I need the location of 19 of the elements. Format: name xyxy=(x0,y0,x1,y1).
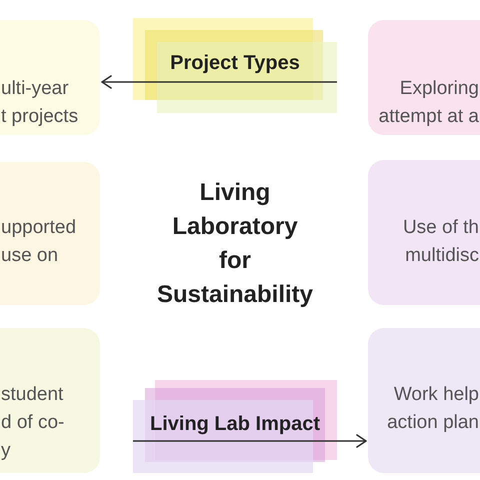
card-text: Exploring attempt at a xyxy=(378,77,479,129)
info-card xyxy=(0,328,100,473)
info-card xyxy=(368,160,480,305)
info-card xyxy=(0,20,100,135)
arrow xyxy=(101,75,337,89)
tag-text: Living Lab Impact xyxy=(150,412,320,437)
card-text: Use of th multidisc xyxy=(402,216,479,268)
card-text: upported use on xyxy=(1,216,76,268)
diagram-title: Living Laboratory for Sustainability xyxy=(156,178,314,310)
card-text: Work help action plan xyxy=(387,383,479,435)
card-text: ulti-year t projects xyxy=(1,77,78,129)
highlight-tag xyxy=(133,18,337,113)
info-card xyxy=(368,328,480,473)
tag-text: Project Types xyxy=(170,51,300,76)
card-text: student d of co- y xyxy=(1,383,64,463)
highlight-tag xyxy=(133,380,337,473)
info-card xyxy=(0,162,100,305)
arrow xyxy=(133,434,367,448)
info-card xyxy=(368,20,480,135)
